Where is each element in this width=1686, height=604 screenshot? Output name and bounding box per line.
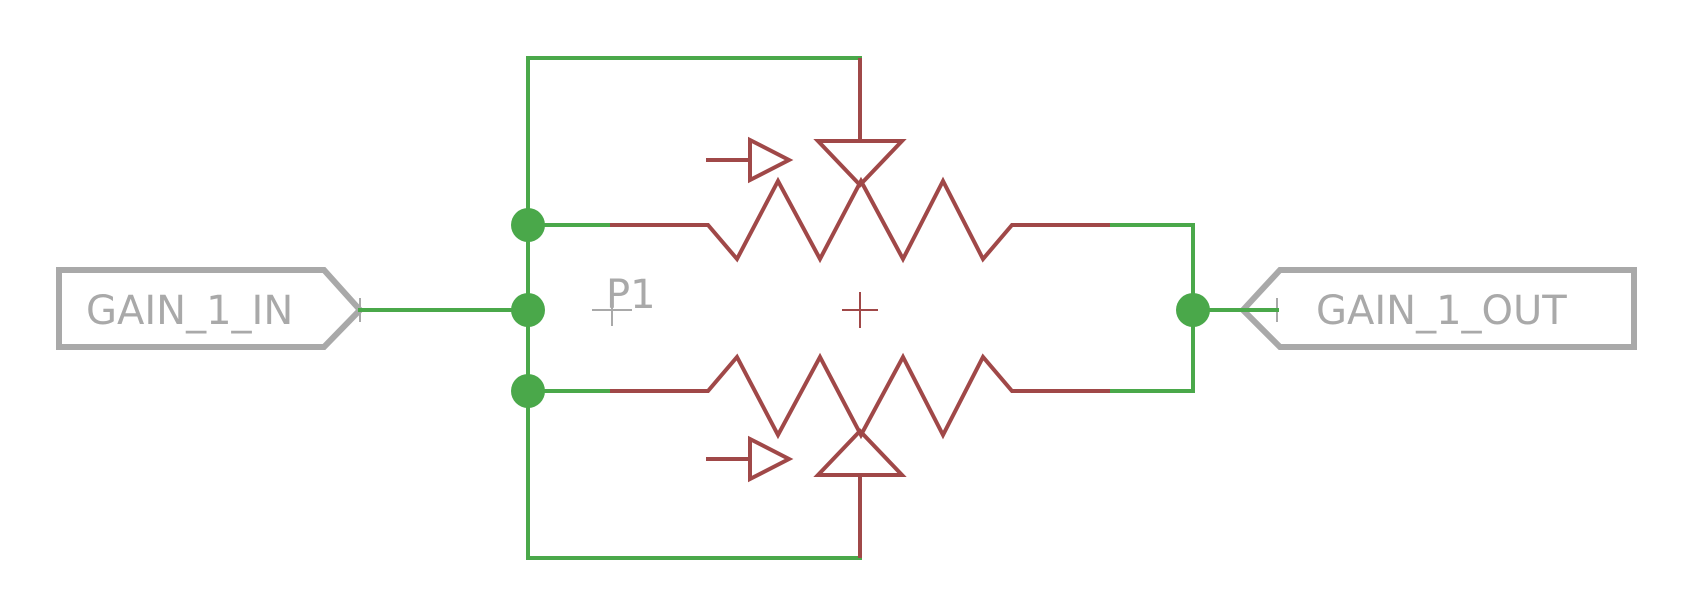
component-reference-label: P1 [606,272,656,318]
junction-dot [511,293,545,327]
junction-dot [1176,293,1210,327]
upper-wiper-arrow-icon [813,139,907,188]
upper-direction-arrow-icon [748,136,794,184]
potentiometer-p1[interactable]: P1 [592,58,1110,558]
junctions [511,208,1210,408]
input-port-outline [56,267,365,350]
lower-resistor-icon [610,352,1110,440]
junction-dot [511,374,545,408]
output-port-outline [1238,267,1637,350]
input-port[interactable]: GAIN_1_IN [56,267,365,350]
lower-direction-arrow-icon [748,435,794,483]
wires [358,56,1279,560]
lower-wiper-arrow-icon [813,428,907,477]
upper-resistor-icon [610,176,1110,264]
input-port-label: GAIN_1_IN [86,288,293,334]
output-port[interactable]: GAIN_1_OUT [1238,267,1637,350]
junction-dot [511,208,545,242]
output-port-label: GAIN_1_OUT [1316,288,1567,334]
